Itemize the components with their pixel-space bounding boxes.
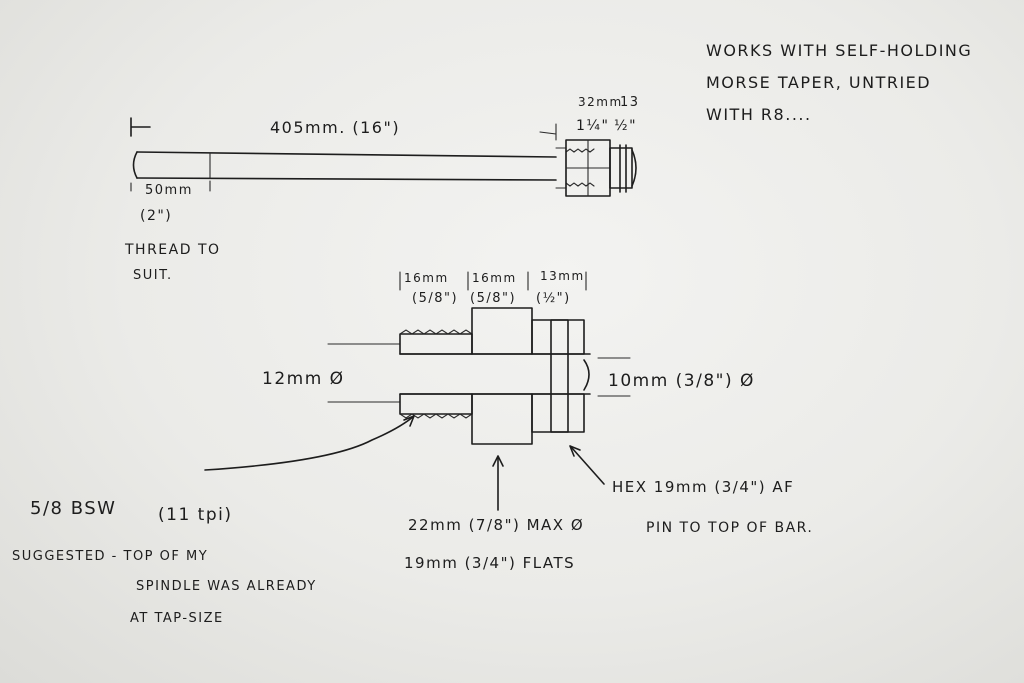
collar-length-mm: 32mm bbox=[578, 95, 623, 109]
bsw-tpi: (11 tpi) bbox=[158, 505, 232, 525]
pin-note: PIN TO TOP OF BAR. bbox=[646, 520, 813, 536]
section-dim2-in: (5/8") bbox=[470, 291, 516, 306]
pin-diameter-label: 10mm (3/8") Ø bbox=[608, 371, 755, 391]
section-dim2-mm: 16mm bbox=[472, 271, 517, 285]
hex-label: HEX 19mm (3/4") AF bbox=[612, 478, 794, 496]
note-line: SUIT. bbox=[133, 268, 173, 283]
section-dim1-mm: 16mm bbox=[404, 271, 449, 285]
adaptor-section-view bbox=[204, 271, 631, 511]
note-line: WORKS WITH SELF-HOLDING bbox=[706, 41, 972, 60]
note-line: SPINDLE WAS ALREADY bbox=[136, 579, 317, 594]
note-line: WITH R8.... bbox=[706, 105, 812, 124]
bsw-title: 5/8 BSW bbox=[30, 498, 116, 519]
section-dim1-in: (5/8") bbox=[412, 291, 458, 306]
note-line: SUGGESTED - TOP OF MY bbox=[12, 549, 208, 564]
top-right-note: WORKS WITH SELF-HOLDING MORSE TAPER, UNT… bbox=[706, 41, 972, 124]
bore-diameter-label: 12mm Ø bbox=[262, 369, 345, 389]
thread-length-in: (2") bbox=[140, 208, 172, 224]
drawbar-side-view bbox=[130, 117, 637, 197]
bar-length-label: 405mm. (16") bbox=[270, 118, 400, 137]
note-line: MORSE TAPER, UNTRIED bbox=[706, 73, 931, 92]
section-dim3-mm: 13mm bbox=[540, 269, 585, 283]
note-line: AT TAP-SIZE bbox=[130, 611, 224, 626]
section-dim3-in: (½") bbox=[536, 291, 571, 306]
nut-length-mm: 13 bbox=[620, 95, 640, 110]
flats-label: 19mm (3/4") FLATS bbox=[404, 554, 575, 572]
note-line: THREAD TO bbox=[124, 242, 221, 258]
thread-length-mm: 50mm bbox=[145, 183, 193, 198]
nut-length-in: ½" bbox=[614, 118, 637, 134]
bsw-note: 5/8 BSW (11 tpi) SUGGESTED - TOP OF MY S… bbox=[12, 498, 317, 626]
thread-to-suit-note: THREAD TO SUIT. bbox=[124, 242, 221, 283]
collar-length-in: 1¼" bbox=[576, 118, 609, 134]
max-diameter-label: 22mm (7/8") MAX Ø bbox=[408, 516, 584, 534]
